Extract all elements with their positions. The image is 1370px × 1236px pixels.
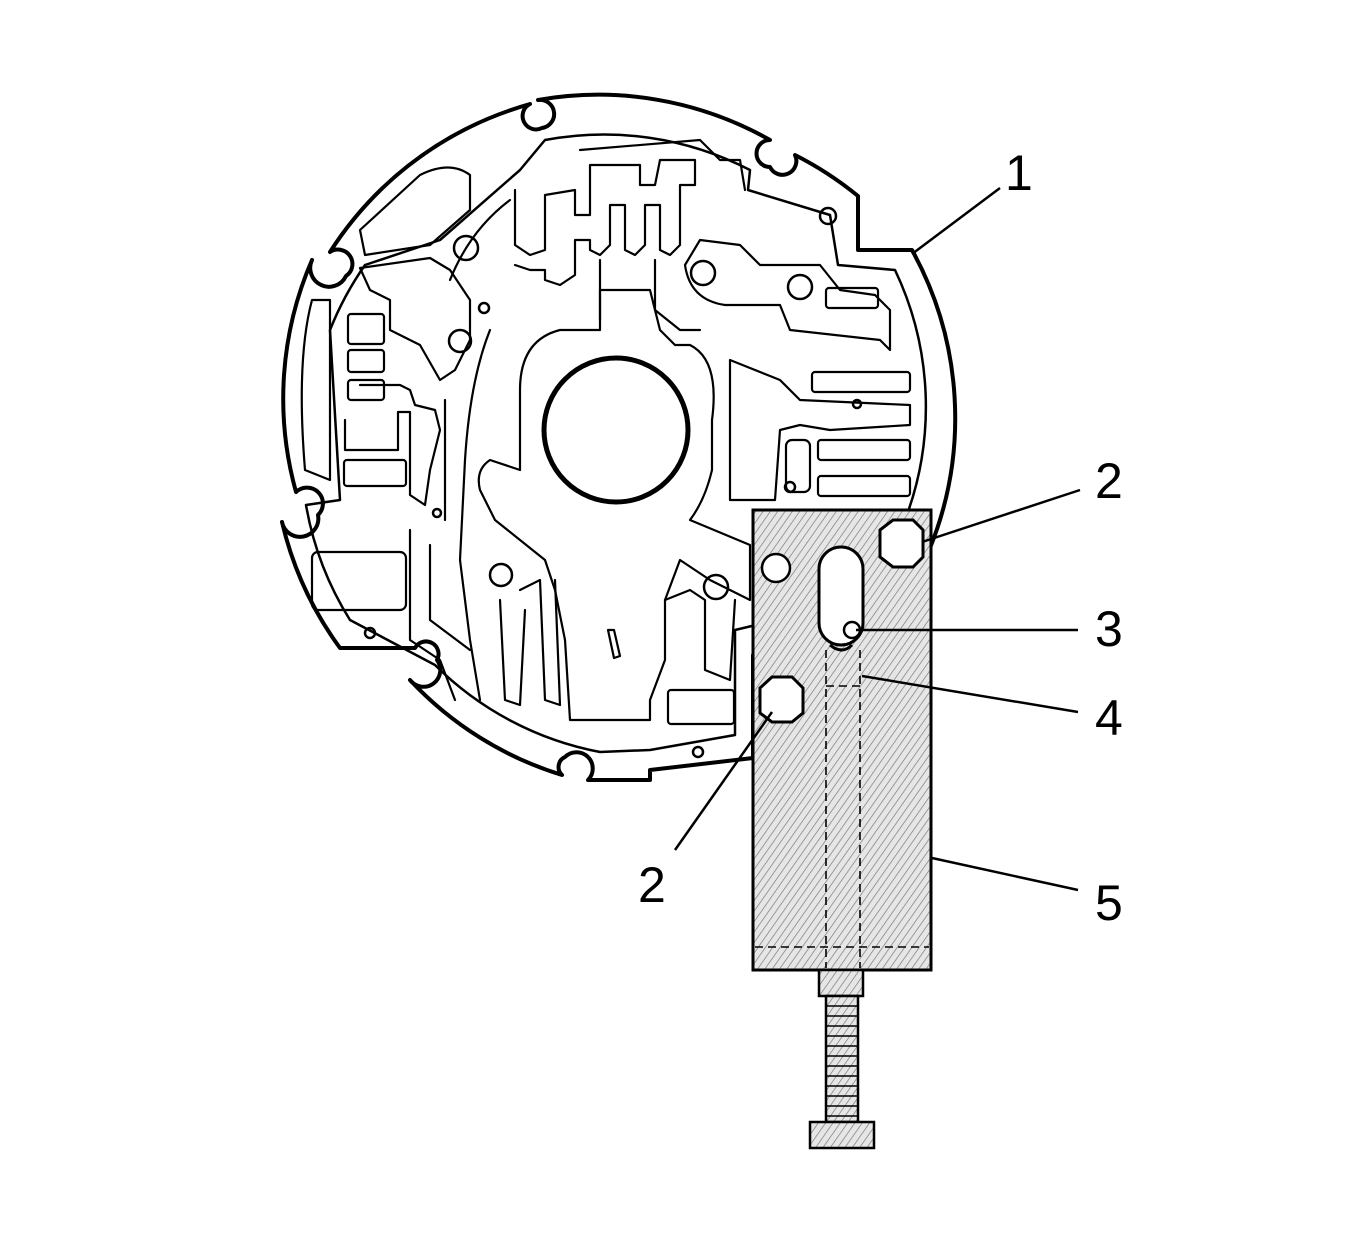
tool-slot [817, 545, 865, 647]
hole [702, 573, 730, 601]
small-slot [606, 628, 622, 660]
left-pocket-3 [346, 378, 386, 402]
left-long-channel [443, 198, 512, 702]
center-bore [541, 355, 691, 505]
large-left-pocket [358, 166, 472, 257]
bolt-upper [878, 518, 925, 569]
hole [691, 745, 705, 759]
slot-4 [816, 474, 912, 498]
right-mid-channel [728, 358, 912, 502]
leader-1 [911, 187, 1001, 255]
screw-head [808, 1120, 876, 1150]
hole [851, 398, 863, 410]
right-pocket [784, 438, 812, 494]
top-left-pocket [578, 138, 747, 192]
left-lower-pocket [310, 550, 408, 612]
upper-channel-a [598, 258, 702, 332]
lower-right-pocket [666, 688, 736, 726]
left-pocket-1 [346, 312, 386, 346]
callout-4: 4 [1095, 690, 1123, 746]
hole [477, 301, 491, 315]
hole [783, 480, 797, 494]
screw-collar [817, 968, 865, 998]
slot-1 [824, 286, 880, 310]
valve-body-plate [280, 92, 958, 782]
callout-3: 3 [1095, 601, 1123, 657]
plate-outline [280, 92, 958, 782]
left-channel-c [358, 256, 472, 382]
bolt-lower [758, 675, 805, 724]
lower-left-channels [408, 528, 562, 707]
callout-1: 1 [1005, 145, 1033, 201]
callout-2-upper: 2 [1095, 453, 1123, 509]
slot-bottom [829, 643, 854, 652]
screw-shaft [824, 994, 860, 1124]
leader-4 [861, 674, 1079, 714]
bore-surround [477, 288, 752, 722]
leader-2-lower [673, 711, 774, 851]
callout-5: 5 [1095, 875, 1123, 931]
left-channel-b [343, 383, 442, 507]
hole [452, 234, 480, 262]
retainer-tool [751, 508, 933, 1150]
slot-3 [816, 438, 912, 462]
hole [488, 562, 514, 588]
hole [447, 328, 473, 354]
left-pocket-4 [342, 458, 408, 488]
hole [431, 507, 443, 519]
hole [689, 259, 717, 287]
lower-right-channel [663, 588, 737, 682]
left-pocket-2 [346, 348, 386, 374]
leader-lines [673, 187, 1081, 892]
hole [818, 206, 838, 226]
leader-5 [931, 856, 1079, 892]
upper-right-channel [683, 238, 892, 352]
slot-2 [810, 370, 912, 394]
hole [363, 626, 377, 640]
hole [786, 273, 814, 301]
callout-2-lower: 2 [638, 857, 666, 913]
tool-hole [760, 552, 792, 584]
callout-labels: 1 2 3 4 5 2 [638, 145, 1123, 931]
leader-2-upper [921, 488, 1081, 544]
top-channels [513, 158, 697, 287]
screw-threads [826, 1005, 858, 1117]
left-channel-a [300, 298, 332, 482]
